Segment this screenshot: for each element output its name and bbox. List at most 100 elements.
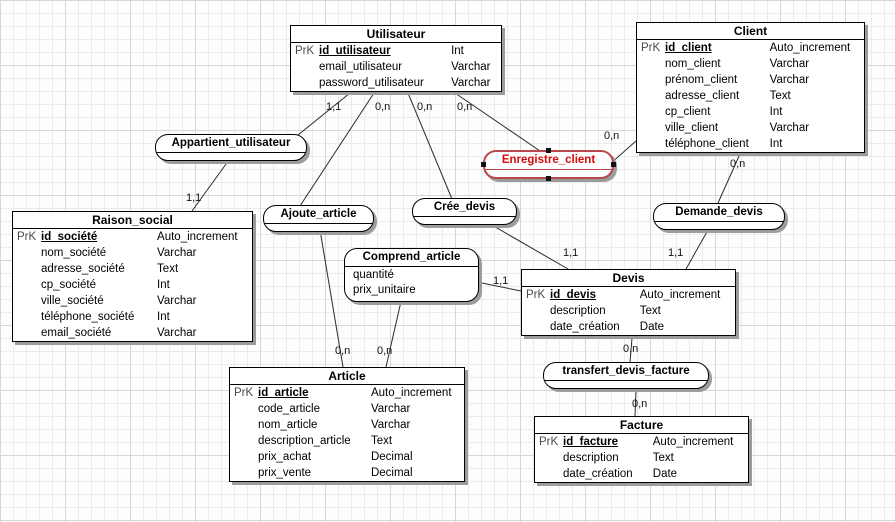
relation-spacer: [413, 217, 516, 224]
attribute-type: Varchar: [451, 77, 491, 89]
attribute-type: Varchar: [370, 403, 411, 415]
relation-attribute: prix_unitaire: [353, 284, 416, 296]
relation-transfert_devis_facture[interactable]: transfert_devis_facture: [543, 362, 709, 389]
cardinality-label-client-demande: 0,n: [730, 158, 746, 170]
pk-marker: PrK: [17, 231, 37, 243]
relation-title: Comprend_article: [345, 249, 478, 267]
link-line-appartient-raison: [191, 159, 230, 212]
link-line-demande-devis: [685, 229, 709, 270]
pk-marker: [637, 72, 665, 88]
selection-handle[interactable]: [545, 148, 551, 153]
pk-marker: [230, 401, 258, 417]
pk-marker: [637, 120, 665, 136]
pk-marker: [230, 417, 258, 433]
attribute-row: nom_article Varchar: [230, 417, 464, 433]
pk-marker: [291, 75, 319, 91]
relation-cree_devis[interactable]: Crée_devis: [412, 198, 517, 225]
attribute-type: Auto_increment: [639, 289, 721, 301]
attribute-type: Date: [652, 468, 678, 480]
pk-marker: [291, 59, 319, 75]
relation-demande_devis[interactable]: Demande_devis: [653, 203, 785, 230]
pk-marker: PrK: [234, 387, 254, 399]
selection-handle[interactable]: [545, 176, 551, 181]
pk-marker: [13, 293, 41, 309]
cardinality-label-devis-transfert: 0,n: [623, 343, 639, 355]
attribute-type: Varchar: [157, 247, 197, 259]
pk-marker: PrK: [295, 45, 315, 57]
cardinality-label-appartient-raison: 1,1: [186, 192, 202, 204]
attribute-name: date_création: [550, 321, 620, 333]
pk-marker: PrK: [526, 289, 546, 301]
attribute-type: Text: [639, 305, 661, 317]
entity-title: Client: [637, 23, 864, 40]
attribute-name: description: [563, 452, 619, 464]
entity-title: Raison_social: [13, 212, 252, 229]
link-line-client-demande: [717, 153, 741, 204]
relation-attributes: quantité prix_unitaire: [345, 267, 478, 301]
entity-title: Facture: [535, 417, 748, 434]
relation-appartient_utilisateur[interactable]: Appartient_utilisateur: [155, 134, 307, 161]
relation-attribute: quantité: [353, 269, 394, 281]
entity-title: Devis: [522, 270, 735, 287]
attribute-row: adresse_client Text: [637, 88, 864, 104]
attribute-type: Decimal: [370, 451, 413, 463]
attribute-type: Varchar: [769, 122, 810, 134]
selection-handle[interactable]: [611, 161, 616, 167]
relation-ajoute_article[interactable]: Ajoute_article: [263, 205, 374, 232]
cardinality-label-ajoute-article: 0,n: [335, 345, 351, 357]
attribute-name: nom_client: [665, 58, 721, 70]
attribute-name: nom_article: [258, 419, 318, 431]
attribute-row: description Text: [522, 303, 735, 319]
attribute-type: Varchar: [370, 419, 411, 431]
relation-comprend_article[interactable]: Comprend_article quantité prix_unitaire: [344, 248, 479, 302]
attribute-name: description_article: [258, 435, 351, 447]
selection-handle[interactable]: [481, 161, 486, 167]
link-line-ajoute-article: [319, 229, 344, 368]
attribute-name: date_création: [563, 468, 633, 480]
attribute-type: Text: [769, 90, 791, 102]
attribute-type: Varchar: [451, 61, 491, 73]
attribute-type: Varchar: [769, 58, 810, 70]
attribute-name: adresse_client: [665, 90, 740, 102]
attribute-row: date_création Date: [522, 319, 735, 335]
pk-marker: PrK: [539, 436, 559, 448]
cardinality-label-comprend-article: 0,n: [377, 345, 393, 357]
pk-marker: [637, 136, 665, 152]
attribute-name: description: [550, 305, 606, 317]
attribute-name: email_société: [41, 327, 112, 339]
attribute-name: téléphone_client: [665, 138, 749, 150]
attribute-name: adresse_société: [41, 263, 125, 275]
attribute-name: prix_vente: [258, 467, 312, 479]
pk-marker: [535, 466, 563, 482]
attribute-type: Auto_increment: [769, 42, 851, 54]
attribute-type: Date: [639, 321, 665, 333]
attribute-type: Int: [157, 279, 170, 291]
link-line-utilisateur-appartient: [297, 92, 351, 136]
relation-spacer: [654, 222, 784, 229]
attribute-type: Auto_increment: [652, 436, 734, 448]
link-line-utilisateur-ajoute: [299, 92, 375, 207]
cardinality-label-enregistre-client: 0,n: [604, 130, 620, 142]
attribute-type: Int: [769, 138, 783, 150]
relation-enregistre_client[interactable]: Enregistre_client: [481, 148, 616, 181]
relation-spacer: [264, 224, 373, 231]
